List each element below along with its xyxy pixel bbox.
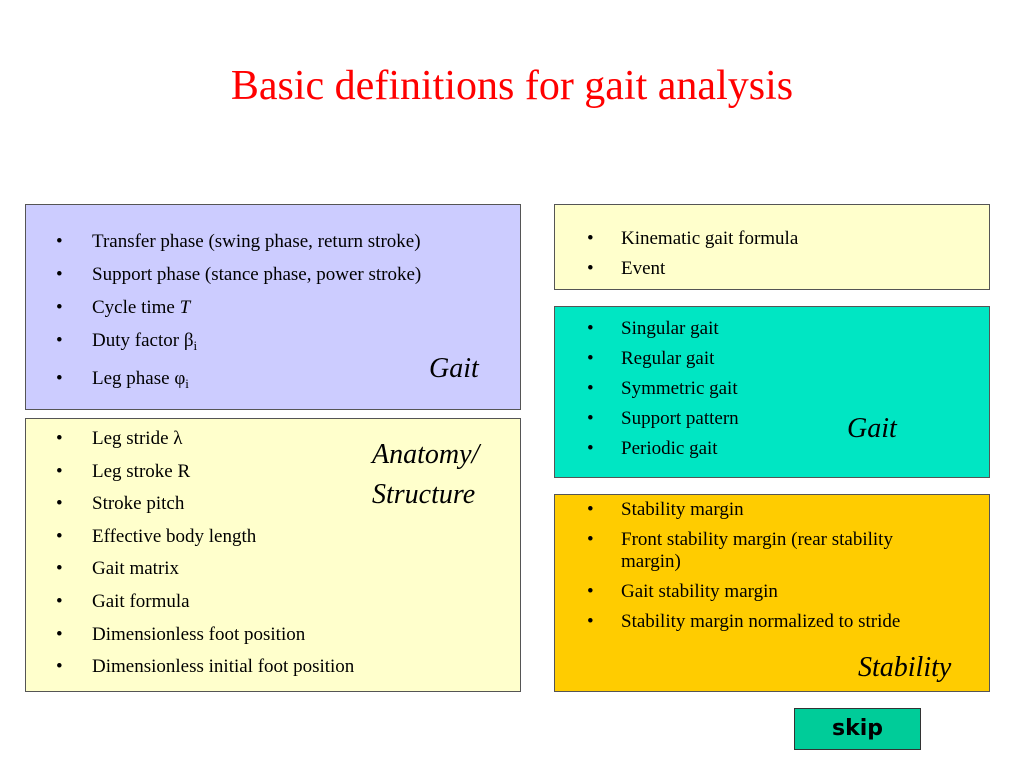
list-item: Singular gait — [555, 318, 975, 340]
gait-types-list: Singular gait Regular gait Symmetric gai… — [555, 318, 975, 468]
anatomy-structure-box: Leg stride λ Leg stroke R Stroke pitch E… — [25, 418, 521, 692]
list-item: Cycle time T — [26, 297, 506, 319]
list-item: Event — [555, 258, 975, 280]
list-item: Stability margin — [555, 499, 955, 521]
leg-phase-subscript: i — [185, 376, 189, 391]
kinematic-list: Kinematic gait formula Event — [555, 228, 975, 288]
list-item: Gait matrix — [26, 558, 506, 580]
list-item: Leg stride λ — [26, 428, 506, 450]
list-item: Gait formula — [26, 591, 506, 613]
list-item: Kinematic gait formula — [555, 228, 975, 250]
anatomy-list: Leg stride λ Leg stroke R Stroke pitch E… — [26, 428, 506, 689]
slide-title: Basic definitions for gait analysis — [230, 63, 794, 109]
skip-button[interactable]: skip — [794, 708, 921, 750]
gait-definitions-list: Transfer phase (swing phase, return stro… — [26, 231, 506, 406]
stability-list: Stability margin Front stability margin … — [555, 499, 955, 641]
stability-box: Stability margin Front stability margin … — [554, 494, 990, 692]
anatomy-structure-label: Anatomy/ Structure — [372, 435, 479, 515]
list-item: Symmetric gait — [555, 378, 975, 400]
list-item: Dimensionless initial foot position — [26, 656, 506, 678]
duty-factor-symbol: β — [183, 330, 194, 351]
duty-factor-subscript: i — [193, 338, 198, 353]
list-item: Stroke pitch — [26, 493, 506, 515]
cycle-time-symbol: T — [179, 297, 191, 318]
list-item: Support pattern — [555, 408, 975, 430]
item-text: Duty factor — [92, 330, 184, 351]
gait-types-box: Singular gait Regular gait Symmetric gai… — [554, 306, 990, 478]
gait-types-label: Gait — [847, 413, 897, 444]
list-item: Leg phase φi — [26, 368, 506, 395]
list-item: Leg stroke R — [26, 461, 506, 483]
list-item: Dimensionless foot position — [26, 624, 506, 646]
list-item: Duty factor βi — [26, 330, 506, 357]
gait-definitions-box: Transfer phase (swing phase, return stro… — [25, 204, 521, 410]
list-item: Transfer phase (swing phase, return stro… — [26, 231, 506, 253]
list-item: Support phase (stance phase, power strok… — [26, 264, 506, 286]
item-text: Transfer phase (swing phase, return stro… — [92, 231, 421, 252]
item-text: Cycle time — [92, 297, 180, 318]
kinematic-box: Kinematic gait formula Event — [554, 204, 990, 290]
gait-box-label: Gait — [429, 353, 479, 384]
anatomy-label-line1: Anatomy/ — [372, 439, 480, 470]
list-item: Effective body length — [26, 526, 506, 548]
list-item: Regular gait — [555, 348, 975, 370]
list-item: Stability margin normalized to stride — [555, 611, 955, 633]
leg-phase-symbol: φ — [174, 368, 186, 389]
stability-label: Stability — [858, 652, 952, 683]
item-text: Leg phase — [92, 368, 175, 389]
item-text: Support phase (stance phase, power strok… — [92, 264, 422, 285]
anatomy-label-line2: Structure — [372, 479, 476, 510]
list-item: Front stability margin (rear stability m… — [555, 529, 955, 573]
list-item: Gait stability margin — [555, 581, 955, 603]
list-item: Periodic gait — [555, 438, 975, 460]
